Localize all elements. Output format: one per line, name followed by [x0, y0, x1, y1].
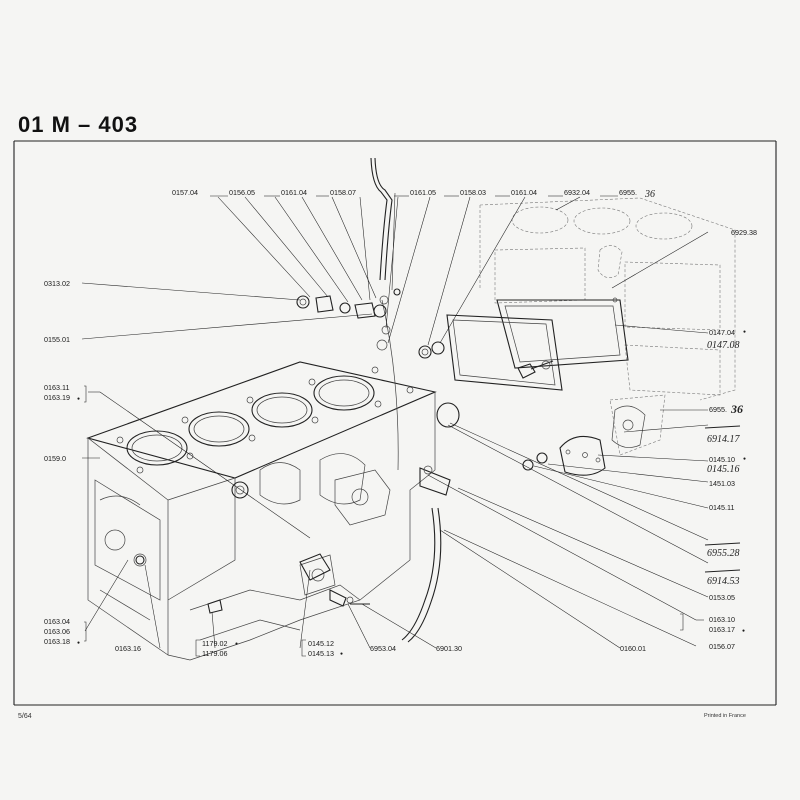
handwritten-36-top: 36: [644, 189, 655, 200]
label-1179-02: 1179.02: [202, 639, 227, 648]
dot-0145-13: ●: [340, 651, 343, 657]
top-label-row: 0157.04 0156.05 0161.04 0158.07 0161.05 …: [172, 188, 655, 200]
page-number: 5/64: [18, 713, 32, 720]
dot-0147-04: ●: [743, 329, 746, 335]
label-6901-30: 6901.30: [436, 644, 462, 653]
label-6932-04: 6932.04: [564, 188, 590, 197]
label-0161-05: 0161.05: [410, 188, 436, 197]
dot-0163-17: ●: [742, 628, 745, 634]
bottom-labels: 0163.16 1179.02 ● 1179.06 0145.12 0145.1…: [115, 639, 646, 658]
label-0163-06: 0163.06: [44, 627, 70, 636]
label-0161-04-b: 0161.04: [511, 188, 537, 197]
label-0163-17: 0163.17: [709, 625, 735, 634]
label-0145-12: 0145.12: [308, 639, 334, 648]
label-0158-03: 0158.03: [460, 188, 486, 197]
label-6929-38: 6929.38: [731, 228, 757, 237]
label-0163-04: 0163.04: [44, 617, 70, 626]
label-0163-19: 0163.19: [44, 393, 70, 402]
dot-0163-18: ●: [77, 640, 80, 646]
handwritten-0147-08: 0147.08: [707, 340, 740, 351]
handwritten-6914-53: 6914.53: [707, 576, 740, 587]
left-labels: 0313.02 0155.01 0163.11 0163.19 ● 0159.0…: [44, 279, 80, 646]
right-labels: 6929.38 0147.04 ● 0147.08 6955. 36 6914.…: [704, 228, 757, 651]
label-0158-07: 0158.07: [330, 188, 356, 197]
handwritten-6914-17: 6914.17: [707, 434, 741, 445]
label-0145-13: 0145.13: [308, 649, 334, 658]
label-6955-top: 6955.: [619, 188, 637, 197]
page-title: 01 M – 403: [18, 112, 138, 137]
label-1451-03: 1451.03: [709, 479, 735, 488]
strikeout-2: [704, 542, 741, 546]
handwritten-6955-28: 6955.28: [707, 548, 740, 559]
label-0156-05: 0156.05: [229, 188, 255, 197]
dot-0163-19: ●: [77, 396, 80, 402]
label-6955-mid: 6955.: [709, 405, 727, 414]
brackets: [84, 385, 684, 657]
side-cover-plate: [418, 297, 629, 391]
label-0145-11: 0145.11: [709, 503, 734, 512]
printed-in-france: Printed in France: [704, 713, 746, 719]
label-0163-10: 0163.10: [709, 615, 735, 624]
label-6953-04: 6953.04: [370, 644, 396, 653]
dot-1179-02: ●: [235, 641, 238, 647]
strikeout-3: [704, 569, 741, 573]
label-0163-16: 0163.16: [115, 644, 141, 653]
strikeout-1: [704, 425, 741, 429]
oil-pressure-fittings: [135, 288, 451, 614]
label-0163-18: 0163.18: [44, 637, 70, 646]
water-plate: [522, 405, 646, 476]
label-0161-04-a: 0161.04: [281, 188, 307, 197]
leader-lines: [81, 192, 709, 649]
label-0159: 0159.0: [44, 454, 66, 463]
label-0160-01: 0160.01: [620, 644, 646, 653]
label-0147-04: 0147.04: [709, 328, 735, 337]
dot-0145-10: ●: [743, 456, 746, 462]
label-0313-02: 0313.02: [44, 279, 70, 288]
handwritten-0145-16: 0145.16: [707, 464, 740, 475]
label-1179-06: 1179.06: [202, 649, 227, 658]
handwritten-36-mid: 36: [730, 402, 743, 416]
label-0157-04: 0157.04: [172, 188, 198, 197]
label-0155-01: 0155.01: [44, 335, 70, 344]
label-0156-07: 0156.07: [709, 642, 735, 651]
label-0145-10: 0145.10: [709, 455, 735, 464]
label-0163-11: 0163.11: [44, 383, 69, 392]
label-0153-05: 0153.05: [709, 593, 735, 602]
engine-block-illustration: [86, 157, 460, 661]
